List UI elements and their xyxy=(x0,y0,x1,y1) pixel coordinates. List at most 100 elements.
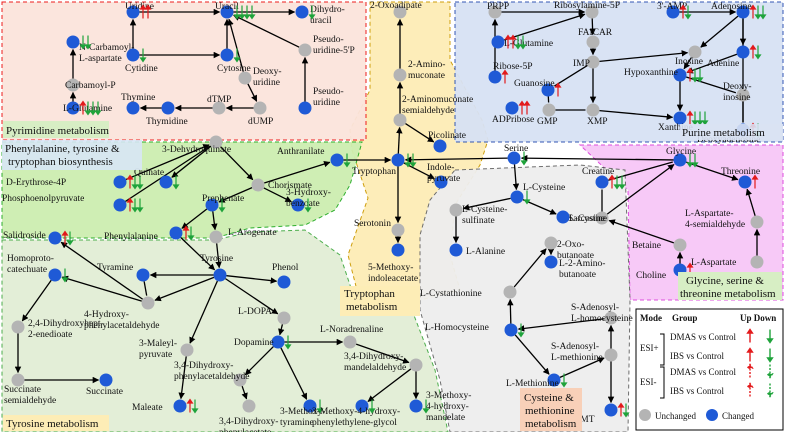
node-homoprotocatechuate: Homoproto-catechuate xyxy=(7,254,69,283)
node-ribosylamine: Ribosylamine-5P xyxy=(554,1,620,19)
node-threonine: Threonine xyxy=(721,167,760,189)
down-arrow-icon xyxy=(422,399,430,414)
down-arrow-icon xyxy=(84,35,92,50)
node-label: L-2-Amino- xyxy=(559,259,605,269)
node-label: mandelaldehyde xyxy=(344,363,406,373)
node-label: pyruvate xyxy=(427,174,460,184)
node-l-cystine: L-Cystine xyxy=(556,210,607,224)
node-dhm-aldehyde: 3,4-Dihydroxy-mandelaldehyde xyxy=(344,352,423,373)
up-arrow-icon xyxy=(679,4,687,19)
edge-maleylpyruvate-maleate xyxy=(178,356,187,400)
node-dot xyxy=(586,35,600,49)
up-arrow-icon xyxy=(608,174,616,189)
node-label: tyramine xyxy=(280,418,314,428)
up-arrow-icon xyxy=(523,100,531,115)
edge-hpa_aldehyde-salidroside xyxy=(60,241,144,300)
node-prpp: PRPP xyxy=(487,2,509,19)
edge-creatine-glycine xyxy=(608,161,673,181)
node-label: Homoproto- xyxy=(7,254,54,264)
edge-tyrosine-hpa_aldehyde xyxy=(154,276,215,302)
edge-deoxyuridine-uracil xyxy=(227,18,244,72)
legend-down-arrow-icon xyxy=(766,383,774,398)
node-dot xyxy=(295,5,309,19)
down-arrow-icon xyxy=(238,5,246,20)
node-label: 2-enedioate xyxy=(28,330,72,340)
node-thymidine: Thymidine xyxy=(146,101,188,127)
node-oxobutanoate: 2-Oxo-butanoate xyxy=(544,236,594,261)
down-arrow-icon xyxy=(618,175,626,190)
node-dot xyxy=(507,151,521,165)
legend-esi-neg-dmas: DMAS vs Control xyxy=(670,367,737,377)
node-hpa-aldehyde: 4-Hydroxy-phenylacetaldehyde xyxy=(84,296,159,331)
label-pyrimidine-metabolism: Pyrimidine metabolism xyxy=(6,125,109,137)
node-dot xyxy=(750,215,764,229)
node-deoxyuridine: Deoxy-uridine xyxy=(238,67,282,88)
node-salidroside: Salidroside xyxy=(3,230,74,246)
down-arrow-icon xyxy=(243,5,251,20)
edge-noradrenaline-dhm_aldehyde xyxy=(355,343,410,364)
down-arrow-icon xyxy=(622,403,630,418)
node-label: Uridine xyxy=(125,2,154,12)
node-dot xyxy=(673,153,687,167)
edge-dopamine-methoxytyramine xyxy=(280,347,308,400)
node-dot xyxy=(585,5,599,19)
node-label: butanoate xyxy=(557,251,594,261)
node-label: Betaine xyxy=(632,241,661,251)
node-label: phenylacetate xyxy=(219,428,271,432)
node-dot xyxy=(66,35,80,49)
legend-group-header: Group xyxy=(672,313,697,323)
node-label: Phenylalanine xyxy=(104,232,158,242)
node-l-glutamine-pur: L-Glutamine xyxy=(491,34,553,50)
node-dot xyxy=(542,103,556,117)
node-label: L-Cysteine- xyxy=(462,205,507,215)
edge-pep-dehydroquinate xyxy=(125,145,211,202)
node-dot xyxy=(303,399,317,413)
node-label: phenylacetaldehyde xyxy=(84,321,159,331)
node-dot xyxy=(253,101,267,115)
node-dehydroquinate: 3-Dehydroquinate xyxy=(162,135,231,155)
node-carbamoyl-p: Carbamoyl-P xyxy=(65,78,116,92)
node-label: 4-hydroxy- xyxy=(426,402,469,412)
down-arrow-icon xyxy=(191,399,199,414)
node-dot xyxy=(503,285,517,299)
node-label: 2-Aminomuconate xyxy=(402,95,473,105)
node-dhpa: 3,4-Dihydroxy-phenylacetate xyxy=(219,399,278,432)
node-l-glutamine-pyr: L-Glutamine xyxy=(63,100,112,116)
region-labels: Pyrimidine metabolism Purine metabolism … xyxy=(2,121,783,431)
node-dot xyxy=(434,175,448,189)
down-arrow-icon xyxy=(691,68,699,83)
node-dot xyxy=(604,403,618,417)
up-arrow-icon xyxy=(126,197,134,212)
node-label: 3-Dehydroquinate xyxy=(162,145,231,155)
edge-imp-inosine xyxy=(599,50,689,63)
legend-changed-dot xyxy=(706,409,718,421)
node-dot xyxy=(251,178,265,192)
node-label: 3-Hydroxy- xyxy=(286,188,331,198)
node-label: semialdehyde xyxy=(4,396,56,406)
node-label: L-aspartate xyxy=(79,54,122,64)
node-label: Tyrosine xyxy=(200,254,233,264)
edge-sah-homocysteine xyxy=(517,318,605,332)
node-dot xyxy=(586,55,600,69)
down-arrow-icon xyxy=(136,198,144,213)
node-label: dTMP xyxy=(207,95,231,105)
node-maleylpyruvate: 3-Maleyl-pyruvate xyxy=(139,339,194,360)
node-dot xyxy=(169,226,183,240)
node-label: benzoate xyxy=(286,199,320,209)
node-label: S-Adenosyl- xyxy=(571,303,619,313)
node-label: Succinate xyxy=(86,387,123,397)
node-deoxyinosine: Deoxy-inosine xyxy=(723,82,752,103)
node-label: phenylacetaldehyde xyxy=(174,372,249,382)
node-label: Phosphoenolpyruvate xyxy=(2,194,84,204)
node-dot xyxy=(242,399,256,413)
node-dot xyxy=(488,5,502,19)
node-label: catechuate xyxy=(7,265,47,275)
down-arrow-icon xyxy=(79,35,87,50)
up-arrow-icon xyxy=(509,34,517,49)
node-label: Ribose-5P xyxy=(493,62,533,72)
legend-up-arrow-icon xyxy=(746,328,754,343)
node-maleate: Maleate xyxy=(132,398,199,414)
down-arrow-icon xyxy=(409,153,417,168)
node-label: L-Cystathionine xyxy=(420,289,482,299)
